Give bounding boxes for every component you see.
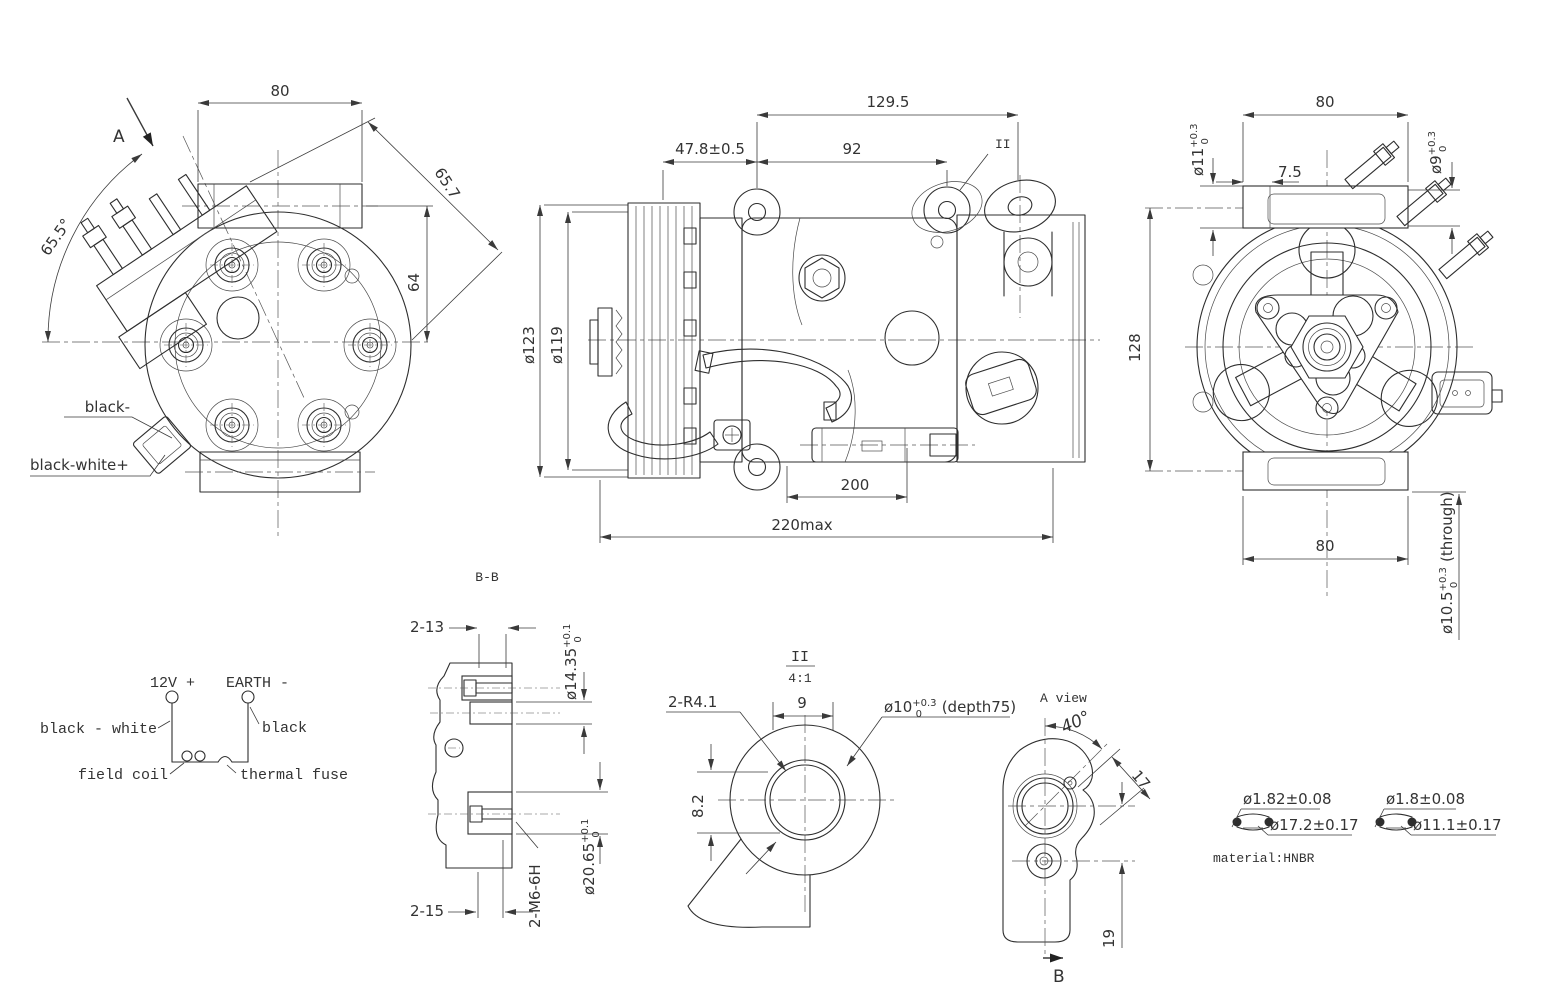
a-view-dim-hole-offset: 17 xyxy=(1128,767,1154,793)
bb-dim-bore-bottom: ø20.65+0.10 xyxy=(580,819,602,895)
a-view: A view 40° 17 19 B xyxy=(1002,691,1154,987)
terminal-positive-label: 12V + xyxy=(150,675,195,692)
front-dim-top-hole: ø11+0.30 xyxy=(1189,123,1211,176)
oring-small-cross-section: ø1.8±0.08 xyxy=(1386,790,1465,808)
oring-small-inner-dia: ø11.1±0.17 xyxy=(1413,816,1502,834)
a-view-dim-angle: 40° xyxy=(1058,707,1094,738)
wire-positive-label: black - white xyxy=(40,721,157,738)
rear-dim-top-width: 80 xyxy=(270,82,289,100)
oring-material-note: material:HNBR xyxy=(1213,851,1315,866)
a-view-dim-port-offset: 19 xyxy=(1100,929,1118,948)
side-detail-mark: II xyxy=(995,137,1011,152)
detail-fillet-radius: 2-R4.1 xyxy=(668,693,717,711)
rear-dim-diagonal: 65.7 xyxy=(431,164,464,202)
detail-dim-port-height: 8.2 xyxy=(689,794,707,818)
oring-large-inner-dia: ø17.2±0.17 xyxy=(1270,816,1359,834)
terminal-ground-label: EARTH - xyxy=(226,675,289,692)
side-dim-pulley-od: ø123 xyxy=(520,326,538,364)
field-coil-label: field coil xyxy=(78,767,168,784)
detail-ii-scale: 4:1 xyxy=(788,671,812,686)
front-dim-through-hole: ø10.5+0.30 (through) xyxy=(1438,491,1460,634)
rear-view: A 80 65.7 64 65.5° black- black-white+ xyxy=(30,82,503,540)
view-arrow-a-label: A xyxy=(113,127,125,147)
side-dim-overall-length: 220max xyxy=(771,516,832,534)
front-dim-side-hole: ø9+0.30 xyxy=(1427,131,1449,174)
bb-dim-hole-pair-top: 2-13 xyxy=(410,618,444,636)
side-dim-sensor-pos: 200 xyxy=(841,476,870,494)
side-dim-rear-span: 129.5 xyxy=(867,93,910,111)
bb-dim-bore-top: ø14.35+0.10 xyxy=(562,624,584,700)
section-mark-b-label: B xyxy=(1053,967,1065,987)
section-bb-title: B-B xyxy=(475,570,499,585)
front-view: 80 ø11+0.30 7.5 ø9+0.30 128 80 ø10.5+0.3… xyxy=(1126,93,1503,640)
side-dim-mount-span: 92 xyxy=(842,140,861,158)
side-view: II 129.5 47.8±0.5 92 ø123 ø119 200 220ma… xyxy=(520,93,1100,543)
rear-dim-height: 64 xyxy=(405,273,423,292)
detail-ii-title: II xyxy=(791,649,809,666)
wire-black-label: black- xyxy=(85,398,130,416)
oring-large-cross-section: ø1.82±0.08 xyxy=(1243,790,1332,808)
front-dim-bottom-width: 80 xyxy=(1315,537,1334,555)
side-dim-pulley-groove: ø119 xyxy=(548,326,566,364)
wire-black-white-label: black-white+ xyxy=(30,456,129,474)
bb-dim-hole-pair-bottom: 2-15 xyxy=(410,902,444,920)
section-b-b: B-B 2-13 ø14.35+0.10 ø20.65+0.10 2-M6-6H xyxy=(410,570,608,928)
side-dim-clutch-face: 47.8±0.5 xyxy=(675,140,745,158)
front-dim-mount-height: 128 xyxy=(1126,333,1144,362)
wire-ground-label: black xyxy=(262,720,307,737)
front-dim-top-width: 80 xyxy=(1315,93,1334,111)
detail-dim-port-width: 9 xyxy=(797,694,807,712)
bb-thread-spec: 2-M6-6H xyxy=(526,864,544,928)
a-view-title: A view xyxy=(1040,691,1087,706)
thermal-fuse-label: thermal fuse xyxy=(240,767,348,784)
wiring-schematic: 12V + EARTH - black - white black field … xyxy=(40,675,348,784)
oring-specs: ø1.82±0.08 ø17.2±0.17 ø1.8±0.08 ø11.1±0.… xyxy=(1213,790,1502,866)
front-dim-offset: 7.5 xyxy=(1278,163,1302,181)
rear-dim-angle: 65.5° xyxy=(37,215,75,259)
